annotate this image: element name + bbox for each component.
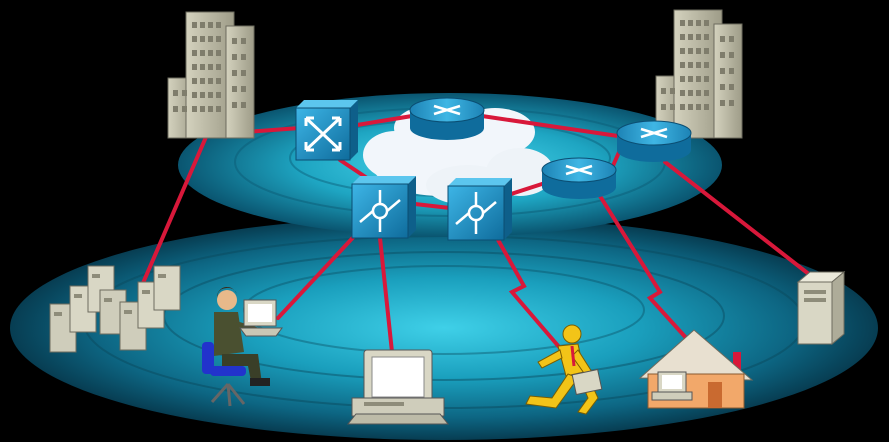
link-atm-router-top <box>355 114 414 127</box>
link-router-top-router-right <box>480 114 620 138</box>
router-icon <box>409 97 485 140</box>
layer3-switch-icon <box>447 178 512 241</box>
layer3-switch-icon <box>351 176 416 239</box>
home-office-icon <box>638 329 754 409</box>
link-l3left-user <box>276 228 362 320</box>
atm-switch-icon <box>295 100 358 161</box>
link-l3right-router-mid <box>506 181 547 197</box>
link-routermid-home-dialup <box>598 194 690 342</box>
router-icon <box>541 157 617 199</box>
office-building-icon <box>167 11 255 139</box>
server-rack-icon <box>49 265 181 353</box>
link-l3right-mobile-dialup <box>495 236 562 350</box>
desktop-pc-icon <box>346 349 450 425</box>
router-icon <box>616 120 692 162</box>
link-router-right-fileserver <box>663 160 812 277</box>
mobile-worker-icon <box>525 324 603 415</box>
link-l3left-workstation <box>378 236 394 354</box>
links <box>138 114 812 354</box>
office-building-icon <box>655 9 743 139</box>
tower-server-icon <box>796 270 846 346</box>
link-building-left-datacenter <box>138 135 208 292</box>
link-l3left-l3right <box>413 202 452 210</box>
seated-user-laptop-icon <box>202 286 283 407</box>
